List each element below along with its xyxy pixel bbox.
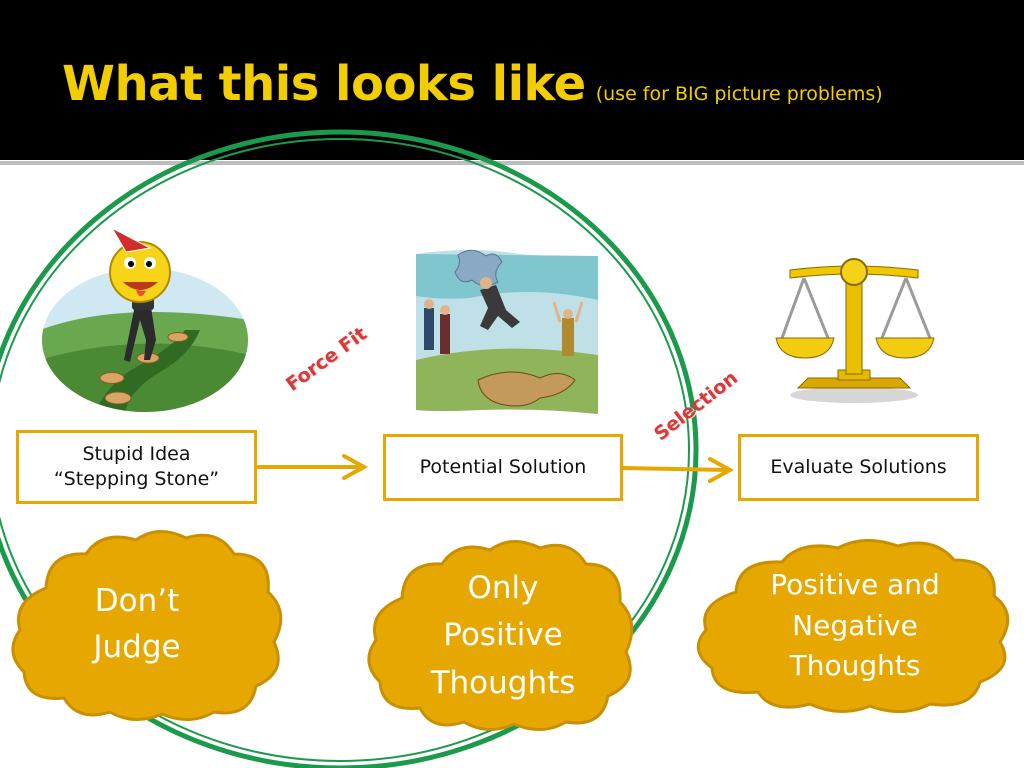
potential-solution-box: Potential Solution bbox=[383, 434, 623, 501]
evaluate-solutions-box: Evaluate Solutions bbox=[738, 434, 979, 501]
stepping-stone-label: “Stepping Stone” bbox=[53, 468, 220, 490]
only-positive-line-2: Positive bbox=[443, 617, 563, 654]
only-positive-line-3: Thoughts bbox=[430, 664, 576, 701]
dont-judge-line-1: Don’t bbox=[94, 582, 180, 619]
force-fit-label: Force Fit bbox=[282, 322, 371, 396]
header-rule bbox=[0, 161, 1024, 165]
dont-judge-cloud: Don’t Judge bbox=[6, 526, 288, 722]
evaluate-solutions-label: Evaluate Solutions bbox=[770, 456, 947, 479]
pos-neg-line-3: Thoughts bbox=[789, 649, 921, 683]
stupid-idea-label: Stupid Idea bbox=[82, 443, 191, 466]
potential-solution-label: Potential Solution bbox=[419, 456, 587, 479]
slide-subtitle: (use for BIG picture problems) bbox=[595, 83, 883, 105]
arrow-force-fit bbox=[255, 454, 369, 480]
only-positive-line-1: Only bbox=[467, 570, 539, 607]
slide-title: What this looks like bbox=[62, 56, 586, 112]
dont-judge-line-2: Judge bbox=[93, 629, 181, 665]
pos-neg-line-2: Negative bbox=[792, 608, 918, 642]
positive-negative-cloud: Positive and Negative Thoughts bbox=[692, 538, 1018, 714]
title-block: What this looks like (use for BIG picture… bbox=[62, 56, 883, 112]
arrow-selection bbox=[620, 457, 735, 483]
selection-label: Selection bbox=[650, 366, 742, 446]
only-positive-cloud: Only Positive Thoughts bbox=[364, 538, 636, 734]
stupid-idea-box: Stupid Idea “Stepping Stone” bbox=[16, 430, 257, 504]
pos-neg-line-1: Positive and bbox=[770, 568, 940, 602]
